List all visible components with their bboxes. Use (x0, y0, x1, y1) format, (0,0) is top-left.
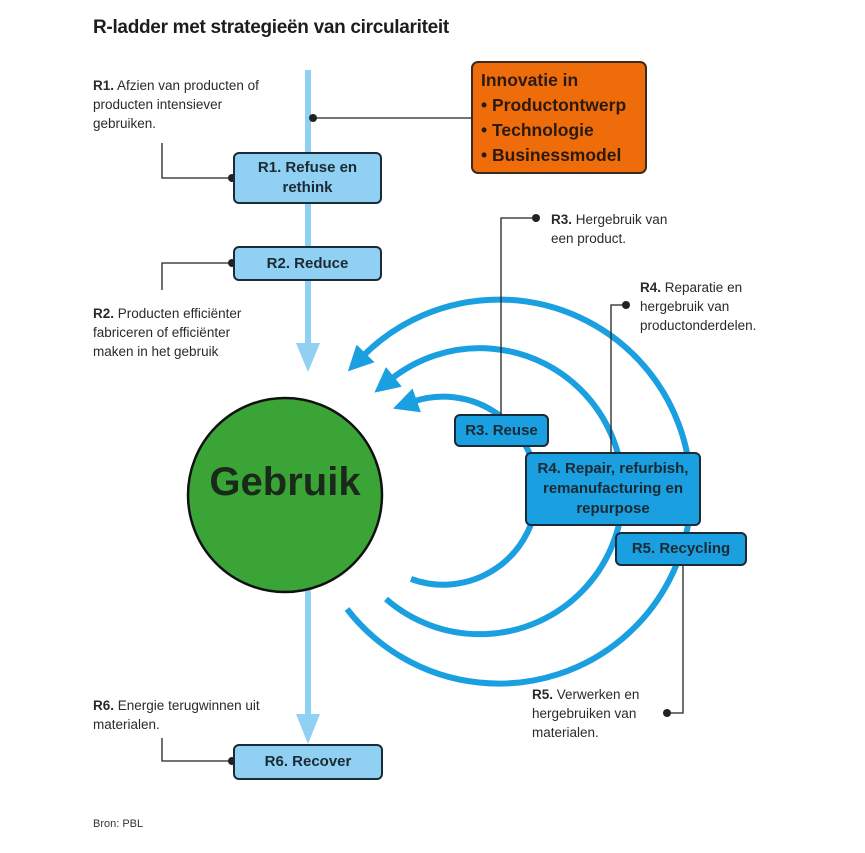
flow-arrow-down-icon (296, 714, 320, 744)
note-code: R5. (532, 687, 554, 702)
connector-r2 (161, 262, 233, 290)
note-r6: R6. Energie terugwinnen uit materialen. (93, 696, 273, 734)
innovation-box: Innovatie in • Productontwerp • Technolo… (471, 61, 647, 174)
note-code: R4. (640, 280, 662, 295)
gebruik-label: Gebruik (209, 460, 361, 504)
r1-box: R1. Refuse en rethink (233, 152, 382, 204)
gebruik-circle (186, 396, 384, 594)
note-r5: R5. Verwerken en hergebruiken van materi… (532, 685, 662, 742)
note-r3: R3. Hergebruik van een product. (551, 210, 681, 248)
r3-box: R3. Reuse (454, 414, 549, 447)
connector-dot (309, 114, 317, 122)
note-code: R3. (551, 212, 573, 227)
flow-arrow-down-icon (296, 343, 320, 372)
innovation-heading: Innovatie in (481, 70, 579, 90)
connector-r1 (161, 143, 233, 179)
connector-dot (663, 709, 671, 717)
r5-box: R5. Recycling (615, 532, 747, 566)
r4-box: R4. Repair, refurbish, remanufacturing e… (525, 452, 701, 526)
r2-box: R2. Reduce (233, 246, 382, 281)
connector-r4 (610, 304, 625, 452)
connector-r6 (161, 738, 233, 762)
note-text: Energie terugwinnen uit materialen. (93, 698, 260, 732)
note-r4: R4. Reparatie en hergebruik van producto… (640, 278, 790, 335)
note-text: Hergebruik van een product. (551, 212, 668, 246)
connector-r5 (668, 565, 684, 714)
note-text: Verwerken en hergebruiken van materialen… (532, 687, 640, 740)
innovation-item: • Productontwerp (481, 95, 627, 115)
r6-box: R6. Recover (233, 744, 383, 780)
note-code: R1. (93, 78, 115, 93)
note-code: R6. (93, 698, 115, 713)
note-code: R2. (93, 306, 115, 321)
note-text: Afzien van producten of producten intens… (93, 78, 259, 131)
connector-dot (622, 301, 630, 309)
diagram-title: R-ladder met strategieën van circularite… (93, 17, 449, 38)
connector-dot (532, 214, 540, 222)
connector-r3 (500, 217, 535, 414)
source-note: Bron: PBL (93, 818, 144, 830)
note-r1: R1. Afzien van producten of producten in… (93, 76, 263, 133)
innovation-item: • Businessmodel (481, 145, 622, 165)
note-r2: R2. Producten efficiënter fabriceren of … (93, 304, 253, 361)
innovation-item: • Technologie (481, 120, 594, 140)
note-text: Producten efficiënter fabriceren of effi… (93, 306, 242, 359)
note-text: Reparatie en hergebruik van productonder… (640, 280, 757, 333)
